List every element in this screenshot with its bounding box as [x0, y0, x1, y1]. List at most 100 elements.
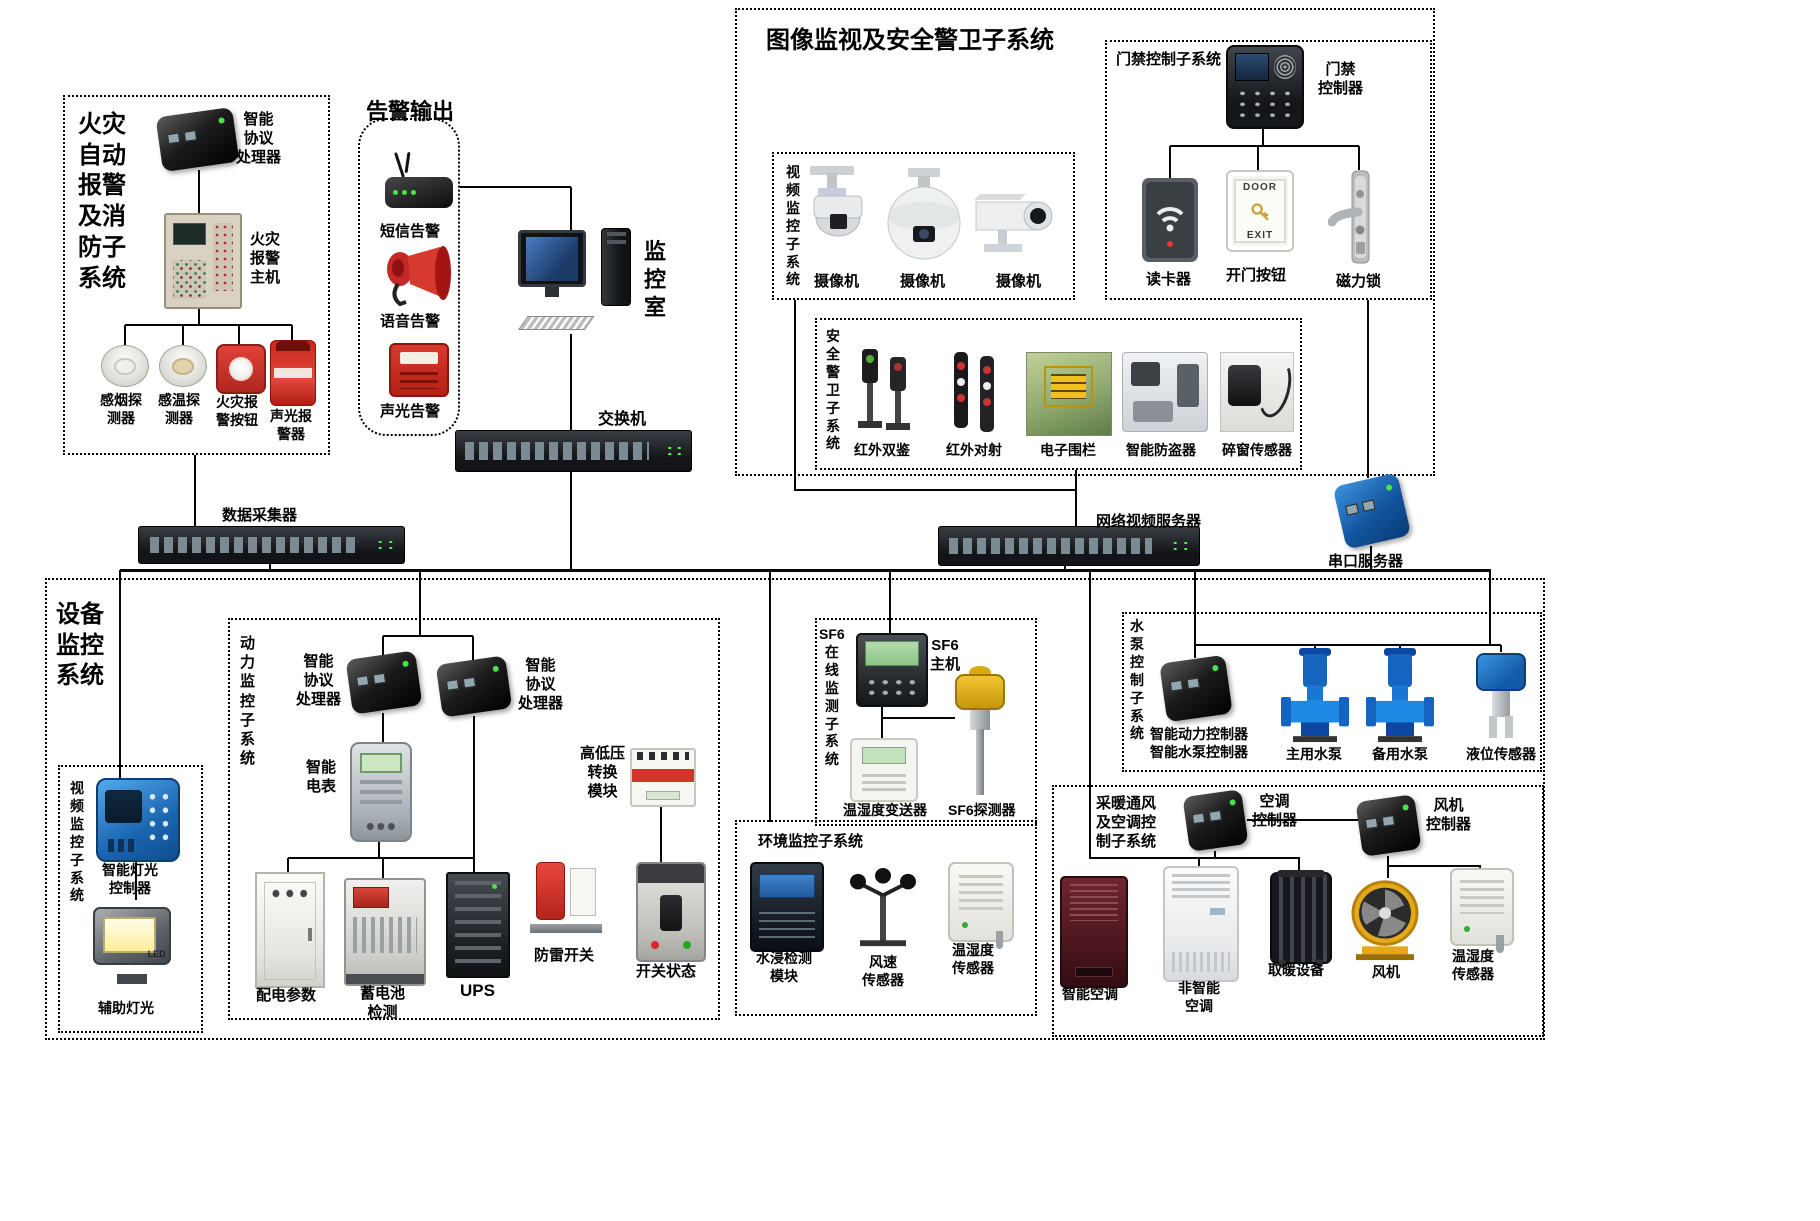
connector-line [1370, 546, 1372, 570]
sf6-subsystem-label: SF6 在 线 监 测 子 系 统 [819, 626, 845, 768]
connector-line [1214, 851, 1216, 859]
connector-line [769, 570, 771, 822]
anti-theft-label: 智能防盗器 [1126, 442, 1196, 458]
sf6-box [815, 618, 1037, 826]
power-protocol-processor-2 [435, 655, 513, 719]
connector-line [1367, 300, 1369, 478]
sound-light-alert-label: 声光告警 [380, 403, 441, 420]
alarm-output-box [358, 118, 460, 436]
ir-beam-detector [944, 348, 1004, 436]
camera-label-3: 摄像机 [996, 273, 1042, 290]
pump-box [1122, 612, 1542, 772]
breaker-status [636, 862, 706, 962]
video-subsystem-label: 视 频 监 控 子 系 统 [786, 164, 800, 288]
wind-sensor-label: 风速 传感器 [862, 954, 904, 988]
water-leak-module [750, 862, 824, 952]
camera-label-2: 摄像机 [900, 273, 946, 290]
connector-line [473, 716, 475, 874]
camera-bullet [968, 182, 1064, 262]
hvlv-label: 高低压 转换 模块 [580, 745, 626, 801]
fan [1348, 876, 1422, 962]
smart-meter [350, 742, 412, 842]
security-subsystem-label: 安 全 警 卫 子 系 统 [826, 328, 840, 452]
sms-alarm-label: 短信告警 [380, 223, 441, 240]
backup-pump-label: 备用水泵 [1372, 746, 1428, 762]
alarm-output-title: 告警输出 [366, 99, 455, 124]
ac-controller-label: 空调 控制器 [1252, 793, 1298, 830]
switch-label: 交换机 [598, 411, 647, 428]
connector-line [124, 325, 126, 346]
power-monitor-box [228, 618, 720, 1020]
aux-floodlight: LED [90, 898, 174, 986]
connector-line [472, 636, 474, 660]
connector-line [198, 170, 200, 213]
connector-line [1064, 564, 1066, 572]
connector-line [660, 803, 662, 864]
heater-label: 取暖设备 [1268, 962, 1324, 978]
camera-dome [886, 168, 962, 266]
env-subsystem-label: 环境监控子系统 [758, 833, 864, 850]
data-collector [138, 526, 405, 564]
ir-dual-detector [852, 343, 916, 438]
voice-alarm-label: 语音告警 [380, 313, 441, 330]
connector-line [287, 858, 289, 874]
fan-controller [1354, 794, 1422, 858]
fence-label: 电子围栏 [1040, 442, 1096, 458]
connector-line [135, 858, 137, 900]
pump-controller-label: 智能动力控制器 智能水泵控制器 [1150, 726, 1248, 760]
connector-line [1198, 858, 1200, 868]
ir-beam-label: 红外对射 [946, 442, 1002, 458]
smoke-detector-label: 感烟探 测器 [100, 392, 142, 426]
fire-host-label: 火灾 报警 主机 [250, 231, 281, 287]
connector-line [378, 838, 380, 859]
humiture-sensor-env [948, 862, 1014, 950]
connector-line [795, 489, 1076, 491]
connector-line [1358, 146, 1360, 170]
sf6-host [856, 633, 928, 707]
connector-line [120, 568, 1491, 572]
fire-button-label: 火灾报 警按钮 [216, 394, 258, 428]
monitor-room-label: 监 控 室 [644, 239, 667, 321]
connector-line [382, 636, 384, 655]
connector-line [1399, 645, 1401, 650]
smart-ac-label: 智能空调 [1062, 986, 1118, 1002]
main-switch [455, 430, 692, 472]
electronic-fence [1026, 352, 1112, 436]
card-reader-label: 读卡器 [1146, 271, 1192, 288]
connector-line [182, 325, 184, 346]
connector-line [1489, 570, 1491, 646]
level-sensor-label: 液位传感器 [1466, 746, 1536, 762]
fan-label: 风机 [1372, 964, 1400, 980]
breaker-label: 开关状态 [636, 963, 697, 980]
connector-line [382, 713, 384, 744]
fire-protocol-label: 智能 协议 处理器 [236, 111, 282, 167]
connector-line [1388, 865, 1481, 867]
fire-protocol-processor [155, 107, 241, 173]
light-controller [96, 778, 180, 862]
connector-line [882, 717, 955, 719]
serial-server [1332, 472, 1412, 550]
level-sensor [1470, 650, 1532, 742]
window-sensor-label: 碎窗传感器 [1222, 442, 1292, 458]
connector-line [1314, 645, 1316, 650]
ups-label: UPS [460, 981, 495, 1000]
plain-ac [1163, 866, 1239, 982]
sf6-host-label: SF6 主机 [930, 637, 961, 674]
connector-line [570, 187, 572, 230]
proto1-label: 智能 协议 处理器 [296, 653, 342, 709]
connector-line [1257, 146, 1259, 172]
ac-controller [1181, 789, 1249, 853]
connector-line [570, 334, 572, 430]
humiture-transmitter [850, 738, 918, 802]
sf6-detector [953, 666, 1007, 798]
connector-line [194, 455, 196, 528]
connector-line [288, 857, 474, 859]
monitor-computer [516, 228, 636, 334]
serial-server-label: 串口服务器 [1328, 553, 1404, 570]
dist-label: 配电参数 [256, 987, 317, 1004]
smart-anti-theft [1122, 352, 1208, 432]
connector-line [1194, 570, 1196, 658]
connector-line [125, 324, 292, 326]
fire-alarm-host [164, 213, 242, 309]
connector-line [881, 703, 883, 740]
